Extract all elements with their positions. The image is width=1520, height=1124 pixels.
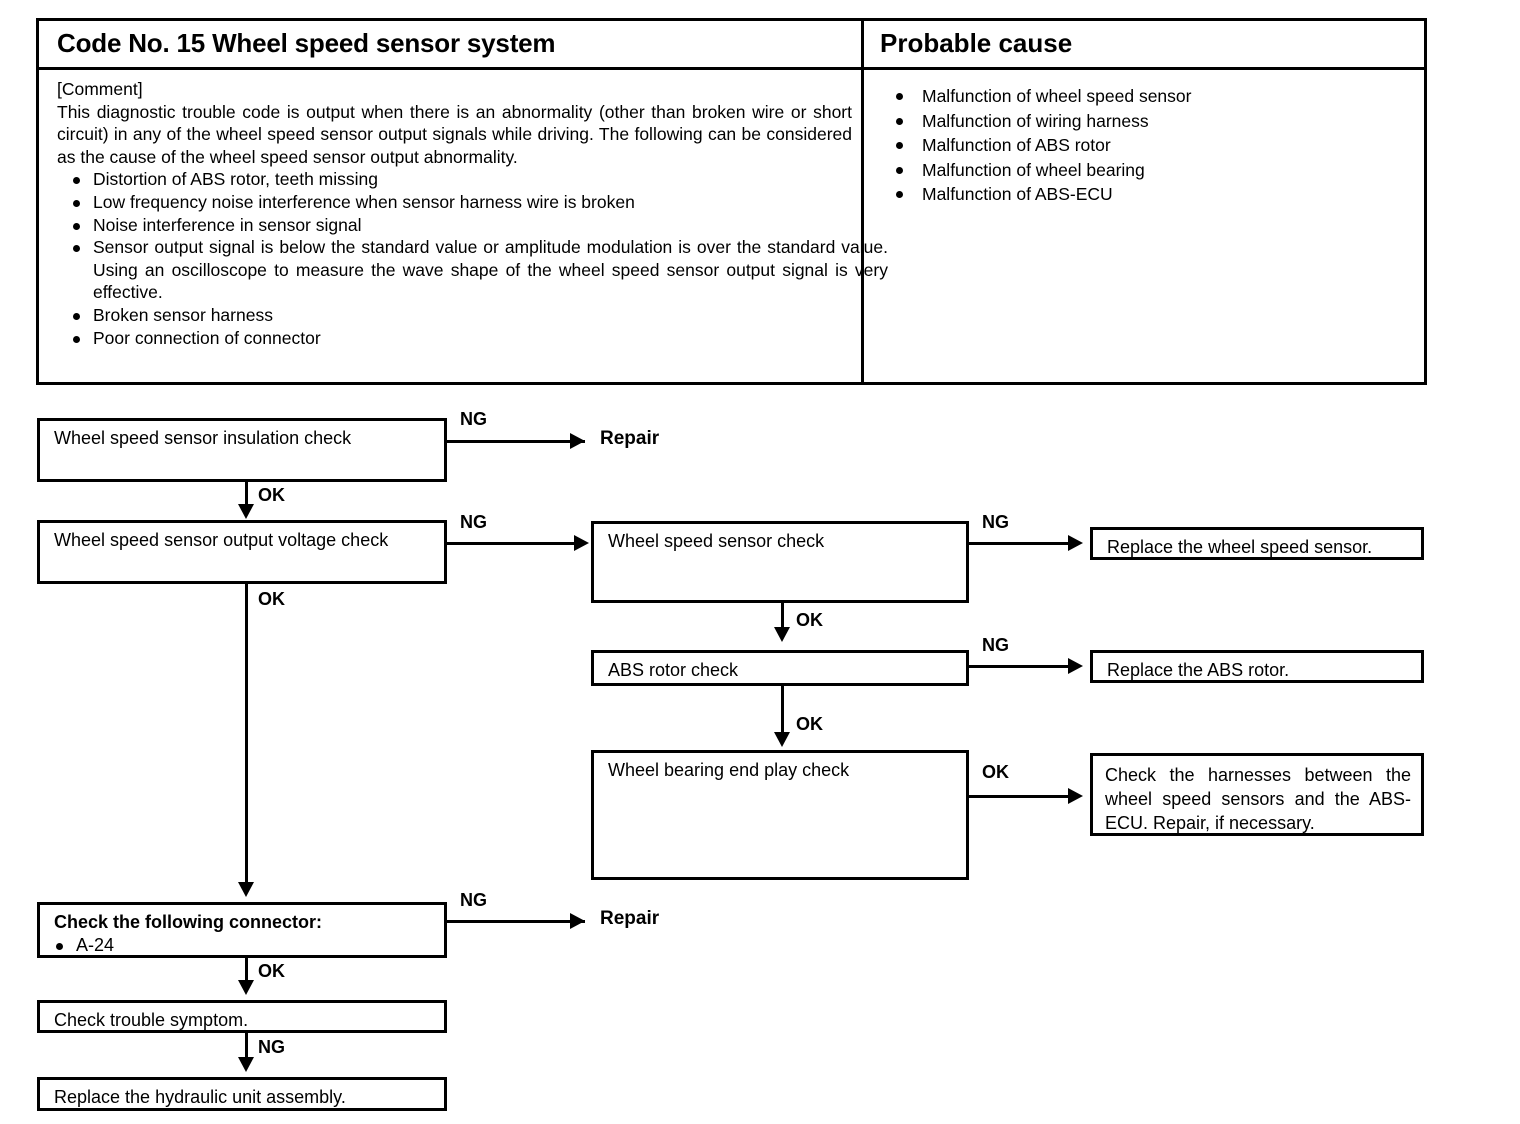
arrowhead-ok-sensor-check	[774, 627, 790, 642]
list-item: Broken sensor harness	[57, 304, 888, 327]
edge-line-ok-connector	[245, 958, 248, 982]
flow-box-label: Replace the wheel speed sensor.	[1107, 537, 1373, 557]
flow-box-sensor-check[interactable]: Wheel speed sensor check	[591, 521, 969, 603]
probable-cause-cell: Malfunction of wheel speed sensor Malfun…	[864, 70, 1424, 382]
edge-label-ok-abs-rotor: OK	[796, 714, 823, 734]
comment-bullet-list: Distortion of ABS rotor, teeth missing L…	[57, 168, 888, 349]
list-item: Malfunction of wiring harness	[872, 109, 1414, 134]
flow-box-abs-rotor-check[interactable]: ABS rotor check	[591, 650, 969, 686]
comment-paragraph: This diagnostic trouble code is output w…	[57, 101, 852, 167]
list-item: Malfunction of wheel bearing	[872, 158, 1414, 183]
flow-box-label: Wheel speed sensor output voltage check	[54, 530, 389, 550]
list-item: A-24	[40, 934, 444, 957]
list-item: Poor connection of connector	[57, 327, 888, 350]
arrowhead-ng-abs-rotor	[1068, 658, 1083, 674]
edge-line-ok-abs-rotor	[781, 686, 784, 734]
edge-line-ng-insulation	[447, 440, 585, 443]
flow-box-replace-abs-rotor[interactable]: Replace the ABS rotor.	[1090, 650, 1424, 683]
list-item: Malfunction of ABS-ECU	[872, 182, 1414, 207]
flow-box-label: Replace the hydraulic unit assembly.	[54, 1087, 346, 1107]
dtc-table: Code No. 15 Wheel speed sensor system Pr…	[36, 18, 1427, 385]
flow-box-wheel-bearing-check[interactable]: Wheel bearing end play check	[591, 750, 969, 880]
arrowhead-ok-wheel-bearing	[1068, 788, 1083, 804]
edge-line-ng-connector	[447, 920, 585, 923]
flow-box-insulation-check[interactable]: Wheel speed sensor insulation check	[37, 418, 447, 482]
list-item: Malfunction of ABS rotor	[872, 133, 1414, 158]
edge-label-ok-connector: OK	[258, 961, 285, 981]
flow-box-label: Wheel speed sensor insulation check	[54, 428, 352, 448]
arrowhead-ng-insulation	[570, 433, 585, 449]
edge-line-ng-output-voltage	[447, 542, 575, 545]
edge-line-ng-sensor-check	[969, 542, 1072, 545]
edge-label-ng-abs-rotor: NG	[982, 635, 1009, 655]
edge-label-ng-connector: NG	[460, 890, 487, 910]
list-item: Sensor output signal is below the standa…	[57, 236, 888, 304]
flow-box-connector-check[interactable]: Check the following connector: A-24	[37, 902, 447, 958]
edge-label-ng-sensor-check: NG	[982, 512, 1009, 532]
list-item: Malfunction of wheel speed sensor	[872, 84, 1414, 109]
arrowhead-ng-output-voltage	[574, 535, 589, 551]
arrowhead-ok-connector	[238, 980, 254, 995]
edge-label-ok-output-voltage: OK	[258, 589, 285, 609]
arrowhead-ng-connector	[570, 913, 585, 929]
terminal-repair-bottom: Repair	[600, 908, 660, 929]
flow-box-label: Wheel bearing end play check	[608, 760, 850, 780]
edge-line-ok-sensor-check	[781, 603, 784, 629]
edge-line-ng-abs-rotor	[969, 665, 1072, 668]
flow-box-check-harnesses[interactable]: Check the harnesses between the wheel sp…	[1090, 753, 1424, 836]
flow-box-trouble-symptom[interactable]: Check trouble symptom.	[37, 1000, 447, 1033]
edge-label-ok-sensor-check: OK	[796, 610, 823, 630]
edge-line-ok-wheel-bearing	[969, 795, 1072, 798]
arrowhead-ok-insulation	[238, 504, 254, 519]
connector-list: A-24	[40, 934, 444, 957]
dtc-code-title: Code No. 15 Wheel speed sensor system	[57, 28, 556, 58]
list-item: Distortion of ABS rotor, teeth missing	[57, 168, 888, 191]
arrowhead-ng-sensor-check	[1068, 535, 1083, 551]
edge-label-ng-insulation: NG	[460, 409, 487, 429]
flow-box-label: Check the harnesses between the wheel sp…	[1105, 765, 1411, 833]
dtc-table-header-row: Code No. 15 Wheel speed sensor system Pr…	[39, 21, 1424, 70]
edge-label-ng-symptom: NG	[258, 1037, 285, 1057]
dtc-title-cell: Code No. 15 Wheel speed sensor system	[39, 21, 864, 67]
comment-cell: [Comment] This diagnostic trouble code i…	[39, 70, 888, 382]
terminal-repair-top: Repair	[600, 428, 660, 449]
arrowhead-ok-output-voltage	[238, 882, 254, 897]
flow-box-label: ABS rotor check	[608, 660, 739, 680]
flow-box-label: Check the following connector:	[54, 912, 323, 932]
probable-cause-list: Malfunction of wheel speed sensor Malfun…	[872, 84, 1414, 207]
list-item: Low frequency noise interference when se…	[57, 191, 888, 214]
flow-box-label: Check trouble symptom.	[54, 1010, 249, 1030]
flow-box-replace-hydraulic-unit[interactable]: Replace the hydraulic unit assembly.	[37, 1077, 447, 1111]
list-item: Noise interference in sensor signal	[57, 214, 888, 237]
arrowhead-ok-abs-rotor	[774, 732, 790, 747]
edge-label-ok-insulation: OK	[258, 485, 285, 505]
edge-line-ok-insulation	[245, 482, 248, 506]
arrowhead-ng-symptom	[238, 1057, 254, 1072]
probable-cause-title-cell: Probable cause	[864, 21, 1424, 67]
probable-cause-title: Probable cause	[880, 28, 1073, 58]
dtc-table-body-row: [Comment] This diagnostic trouble code i…	[39, 70, 1424, 382]
comment-label: [Comment]	[57, 79, 143, 99]
edge-label-ng-output-voltage: NG	[460, 512, 487, 532]
flow-box-label: Replace the ABS rotor.	[1107, 660, 1290, 680]
edge-line-ng-symptom	[245, 1033, 248, 1059]
edge-line-ok-output-voltage	[245, 584, 248, 884]
flow-box-replace-sensor[interactable]: Replace the wheel speed sensor.	[1090, 527, 1424, 560]
edge-label-ok-wheel-bearing: OK	[982, 762, 1009, 782]
flow-box-output-voltage-check[interactable]: Wheel speed sensor output voltage check	[37, 520, 447, 584]
flow-box-label: Wheel speed sensor check	[608, 531, 825, 551]
